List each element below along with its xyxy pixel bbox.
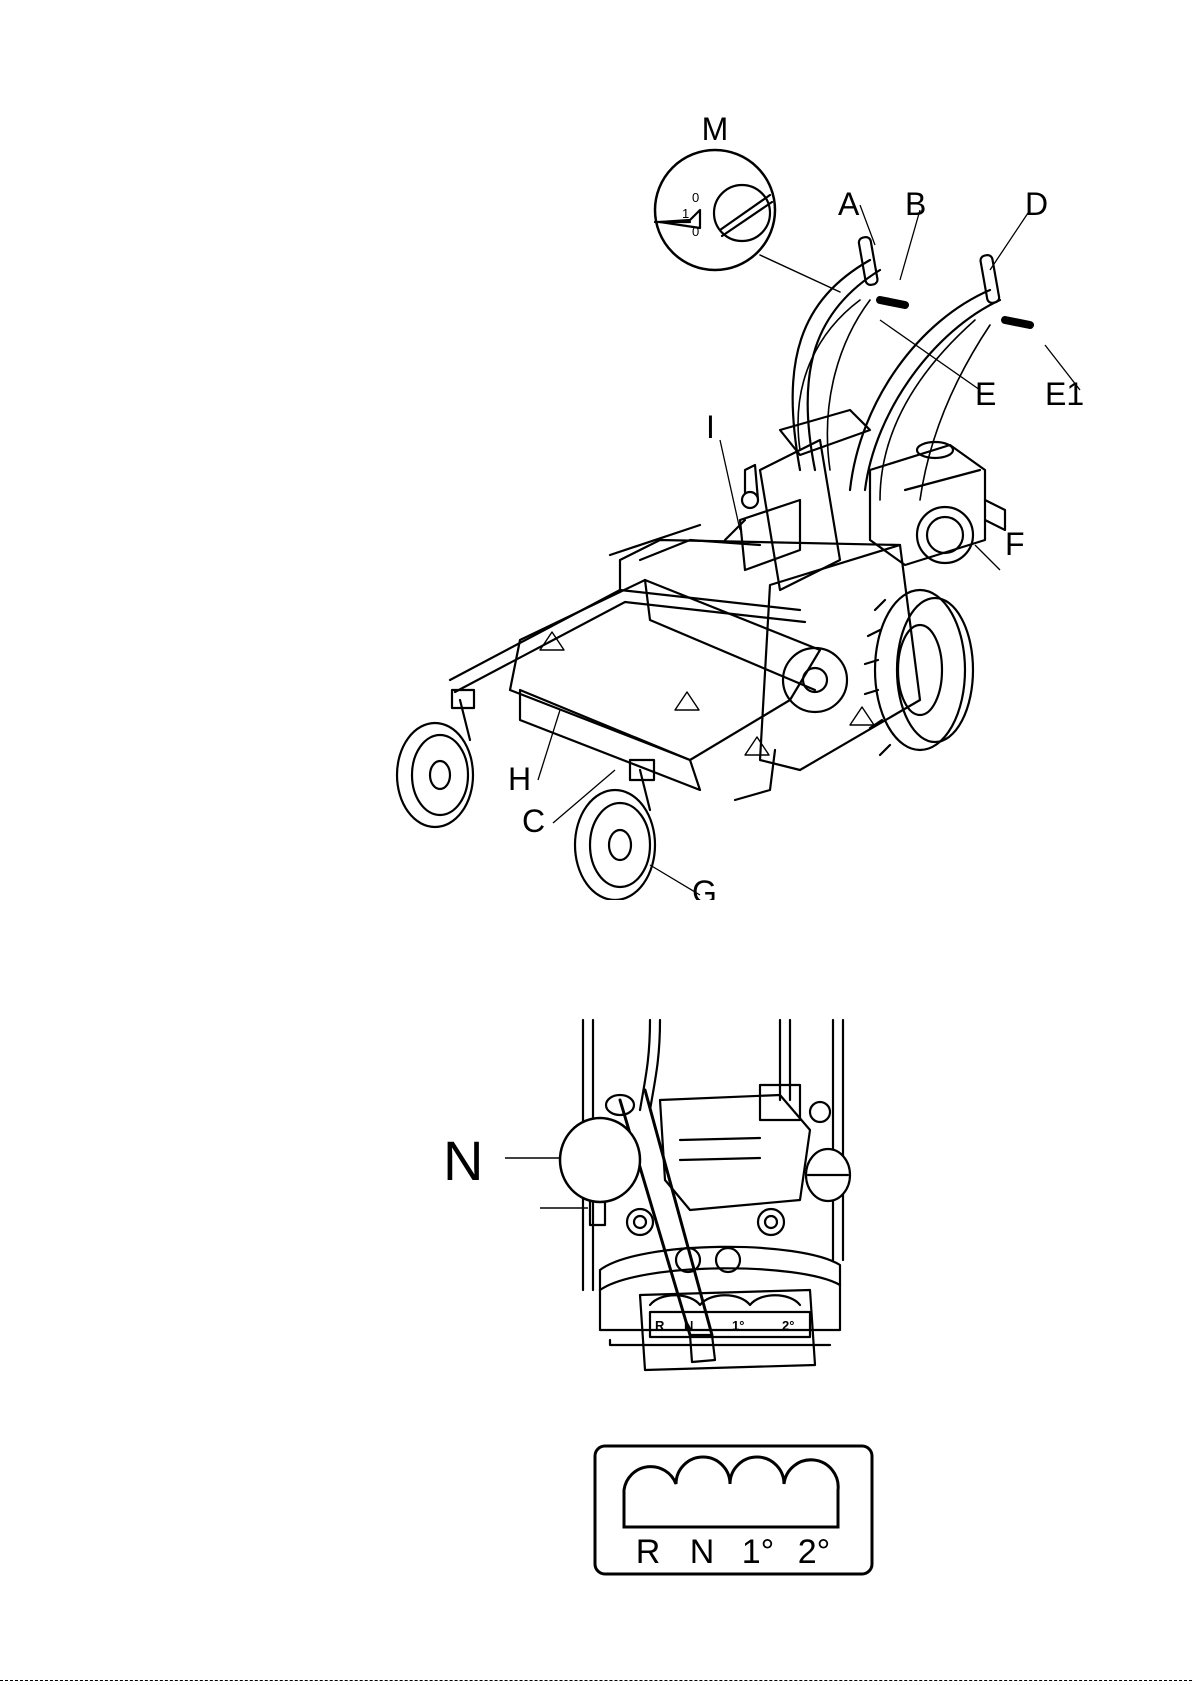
gate-label-1: 1° — [742, 1533, 775, 1571]
page-bottom-rule — [0, 1680, 1192, 1681]
gear-gate-slot — [624, 1457, 838, 1527]
gate-label-r: R — [636, 1533, 661, 1571]
gate-label-2: 2° — [798, 1533, 831, 1571]
gate-label-n: N — [690, 1533, 715, 1571]
